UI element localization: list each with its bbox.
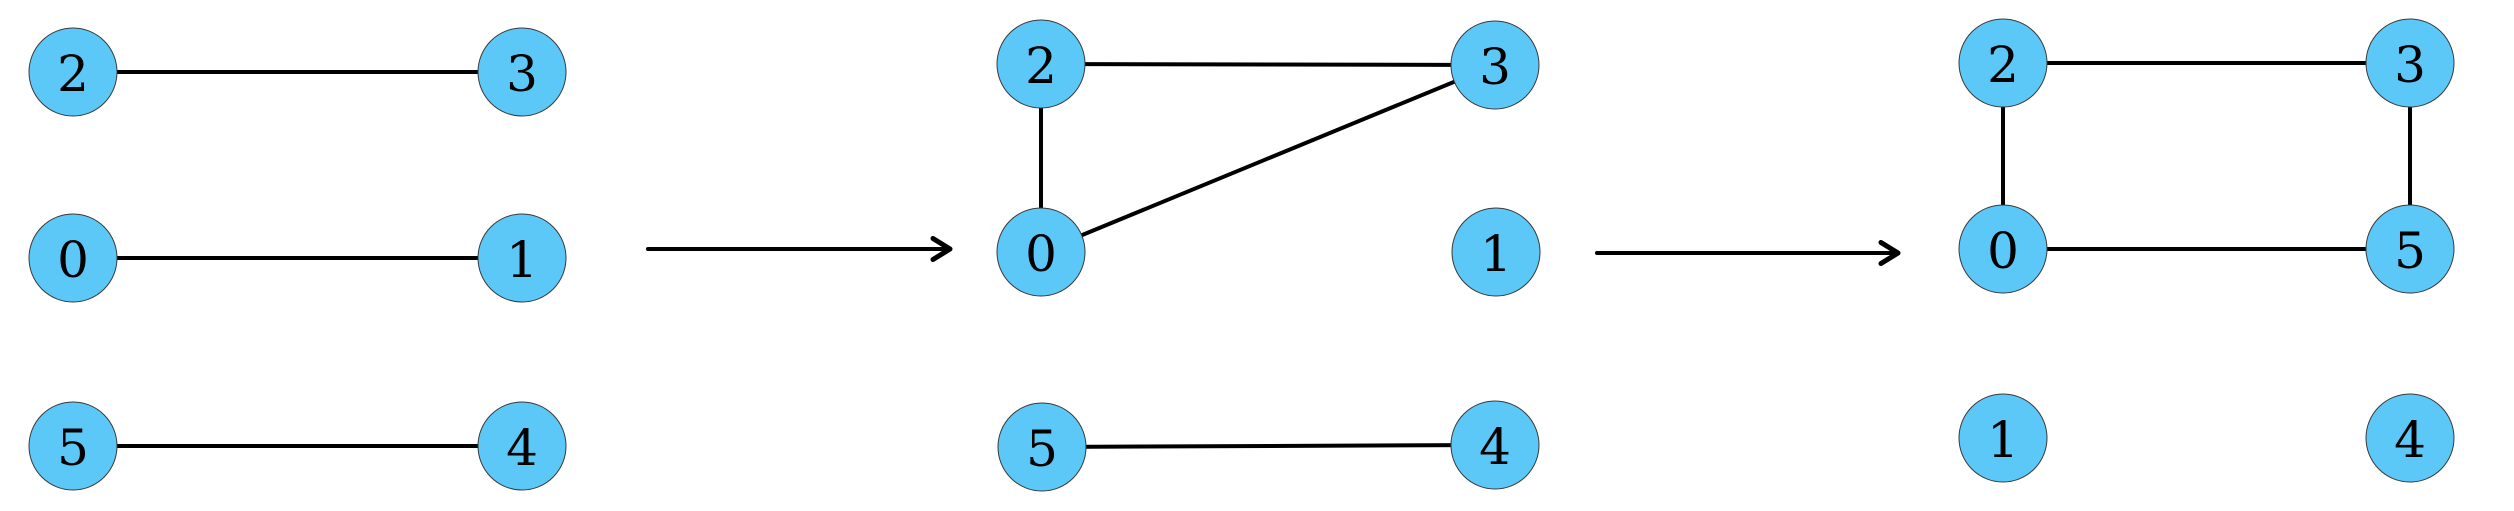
graph-1-node-3 bbox=[477, 27, 567, 117]
graph-3-node-0 bbox=[1958, 204, 2048, 294]
graph-2-node-2 bbox=[996, 19, 1086, 109]
arrow-2 bbox=[1595, 239, 1901, 267]
arrow-2-head-icon bbox=[1878, 239, 1901, 267]
graph-3-node-2 bbox=[1958, 18, 2048, 108]
graph-2-edge-5-4 bbox=[1040, 443, 1497, 449]
graph-2-edge-0-3 bbox=[1039, 63, 1497, 254]
graph-2-node-3 bbox=[1450, 20, 1540, 110]
graph-1-node-4 bbox=[477, 401, 567, 491]
graph-2-node-0 bbox=[996, 207, 1086, 297]
graph-2-node-4 bbox=[1450, 400, 1540, 490]
arrow-1-head-icon bbox=[930, 235, 953, 263]
graph-3-node-3 bbox=[2365, 18, 2455, 108]
graph-3-node-4 bbox=[2365, 393, 2455, 483]
graph-3-node-1 bbox=[1958, 393, 2048, 483]
arrow-1 bbox=[646, 235, 953, 263]
graph-2-node-5 bbox=[997, 402, 1087, 492]
graph-1-node-0 bbox=[28, 213, 118, 303]
graph-2-edge-2-3 bbox=[1039, 62, 1497, 67]
graph-3-node-5 bbox=[2365, 204, 2455, 294]
graph-1-node-5 bbox=[28, 401, 118, 491]
graph-1-node-2 bbox=[28, 27, 118, 117]
graph-1-node-1 bbox=[477, 213, 567, 303]
graph-2-node-1 bbox=[1451, 207, 1541, 297]
